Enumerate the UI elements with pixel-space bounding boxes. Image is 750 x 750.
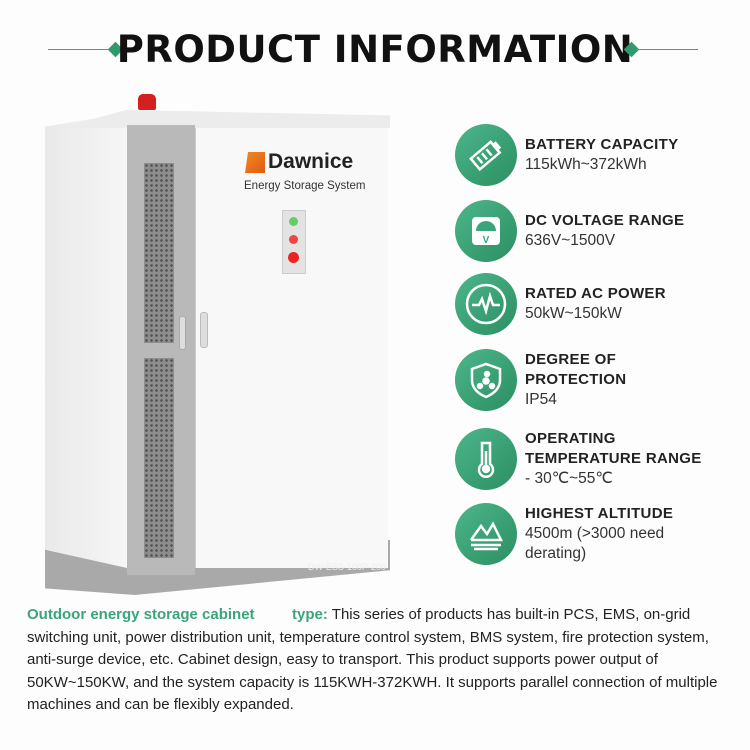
vent-grille-top	[144, 163, 174, 343]
spec-value: IP54	[525, 391, 557, 408]
spec-title: BATTERY CAPACITY	[525, 136, 679, 153]
divider-left	[48, 49, 113, 50]
spec-value: 4500m (>3000 need derating)	[525, 525, 665, 562]
thermometer-icon	[455, 428, 517, 490]
emergency-stop-button[interactable]	[288, 252, 299, 263]
door-handle[interactable]	[200, 312, 208, 348]
logo-icon	[245, 152, 265, 173]
spec-title: DC VOLTAGE RANGE	[525, 212, 685, 229]
cabinet-side	[45, 113, 127, 568]
pulse-icon	[455, 273, 517, 335]
brand-name: Dawnice	[268, 150, 354, 173]
product-description: Outdoor energy storage cabinet type: Thi…	[27, 604, 727, 717]
shield-icon	[455, 349, 517, 411]
page-title: PRODUCT INFORMATION	[116, 28, 634, 71]
battery-icon	[455, 124, 517, 186]
spec-value: 636V~1500V	[525, 232, 616, 249]
spec-highest-altitude: HIGHEST ALTITUDE 4500m (>3000 need derati…	[455, 503, 745, 565]
vent-grille-bottom	[144, 358, 174, 558]
spec-value: 50kW~150kW	[525, 305, 622, 322]
model-label: DW-ESS-100P-200	[308, 562, 386, 572]
spec-battery-capacity: BATTERY CAPACITY 115kWh~372kWh	[455, 124, 745, 186]
spec-operating-temperature: OPERATING TEMPERATURE RANGE - 30℃~55℃	[455, 428, 745, 490]
svg-text:V: V	[483, 235, 490, 246]
description-lead: Outdoor energy storage cabinet type:	[27, 606, 328, 623]
status-light-green	[289, 217, 298, 226]
spec-title: RATED AC POWER	[525, 285, 666, 302]
voltmeter-icon: V	[455, 200, 517, 262]
spec-dc-voltage: V DC VOLTAGE RANGE 636V~1500V	[455, 200, 745, 262]
product-subtitle: Energy Storage System	[244, 180, 366, 192]
spec-title: DEGREE OF PROTECTION	[525, 351, 627, 388]
mountain-icon	[455, 503, 517, 565]
spec-value: 115kWh~372kWh	[525, 156, 647, 173]
spec-rated-ac-power: RATED AC POWER 50kW~150kW	[455, 273, 745, 335]
cabinet-door	[195, 128, 388, 568]
side-handle	[179, 316, 186, 350]
spec-title: OPERATING TEMPERATURE RANGE	[525, 430, 702, 467]
spec-degree-of-protection: DEGREE OF PROTECTION IP54	[455, 349, 745, 411]
beacon-light	[138, 94, 156, 110]
status-light-red	[289, 235, 298, 244]
description-body: This series of products has built-in PCS…	[27, 606, 718, 713]
divider-right	[636, 49, 698, 50]
spec-value: - 30℃~55℃	[525, 470, 613, 487]
indicator-panel	[282, 210, 306, 274]
spec-title: HIGHEST ALTITUDE	[525, 505, 674, 522]
cabinet-top	[60, 110, 390, 128]
